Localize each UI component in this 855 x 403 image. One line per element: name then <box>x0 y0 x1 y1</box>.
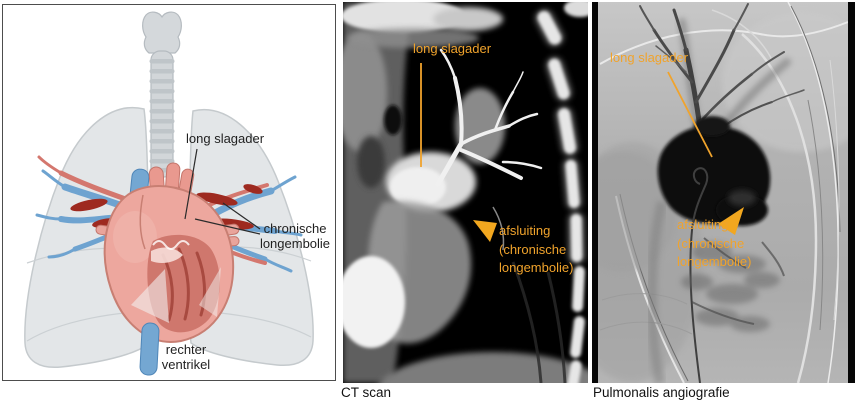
illustration-artery-label: long slagader <box>186 131 265 146</box>
embolism-leader-line-lower <box>194 218 261 235</box>
angiography-image <box>592 2 855 383</box>
ct-ribs <box>534 8 586 383</box>
larynx <box>142 11 182 54</box>
ct-occlusion-line1: afsluiting <box>499 223 551 238</box>
angio-occlusion-arrowhead-icon <box>718 207 744 235</box>
ivc-vessel <box>139 322 160 376</box>
angio-perfusion-patches <box>681 242 780 332</box>
ct-scan-panel: long slagader afsluiting (chronische lon… <box>343 2 588 383</box>
ct-occlusion-line3: longembolie) <box>499 260 574 275</box>
ct-faint-streaks <box>511 261 567 383</box>
embolism-label-line1: chronische <box>263 221 327 236</box>
embolism-leader-line-upper <box>222 202 261 230</box>
angiography-caption: Pulmonalis angiografie <box>593 385 730 400</box>
ct-ventricle-contrast <box>343 256 405 348</box>
trachea <box>142 11 182 178</box>
angio-catheter <box>689 167 709 383</box>
angio-small-vessels <box>691 237 785 325</box>
ventricle-label-line2: ventrikel <box>161 357 211 372</box>
illustration-panel: long slagader chronische longembolie rec… <box>2 4 336 381</box>
ct-airway <box>384 105 402 135</box>
ct-aorta <box>455 88 505 164</box>
angio-occlusion-line1: afsluiting <box>677 217 729 232</box>
angio-right-film-edge <box>848 2 855 383</box>
illustration-embolism-label: chronische longembolie <box>258 221 332 251</box>
angio-occlusion-label: afsluiting (chronische longembolie) <box>677 216 751 272</box>
angiography-panel: long slagader afsluiting (chronische lon… <box>592 2 855 383</box>
leader-lines <box>184 148 261 235</box>
ct-occluded-vessel <box>492 206 505 251</box>
ct-occlusion-arrowhead-icon <box>473 220 497 242</box>
ct-caption: CT scan <box>341 385 392 400</box>
ventricle-label-line1: rechter <box>165 342 207 357</box>
illustration-ventricle-label: rechter ventrikel <box>148 342 224 372</box>
artery-leader-line <box>184 148 198 220</box>
angio-occlusion-line2: (chronische <box>677 235 745 251</box>
embolism-label-line2: longembolie <box>259 236 331 251</box>
heart <box>103 185 235 376</box>
ct-vessel-tree <box>435 48 543 187</box>
angio-left-film-edge <box>592 2 598 383</box>
angio-occlusion-line3: longembolie) <box>677 254 752 269</box>
ct-artery-label: long slagader <box>413 41 492 56</box>
ct-occlusion-line2: (chronische <box>499 241 567 257</box>
angio-artery-label: long slagader <box>610 50 689 65</box>
ct-occlusion-label: afsluiting (chronische longembolie) <box>499 222 573 278</box>
ct-scan-image <box>343 2 588 383</box>
heart-lung-illustration <box>24 11 314 376</box>
angio-artery-pointer-line <box>667 71 713 158</box>
ct-shoulder-bone <box>343 2 465 33</box>
